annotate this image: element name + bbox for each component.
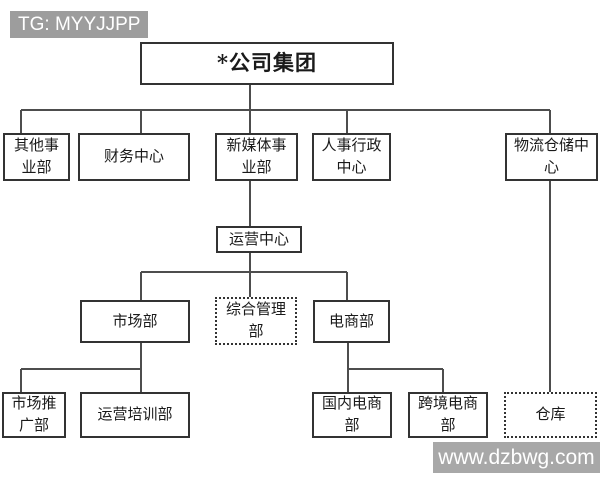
node-new-media-division: 新媒体事 业部 bbox=[215, 133, 298, 181]
node-warehouse: 仓库 bbox=[504, 392, 597, 438]
node-ecommerce-dept: 电商部 bbox=[313, 300, 390, 343]
node-company-group: *公司集团 bbox=[140, 42, 394, 85]
node-market-promotion-dept: 市场推 广部 bbox=[2, 392, 66, 438]
node-marketing-dept: 市场部 bbox=[80, 300, 190, 343]
node-operations-training-dept: 运营培训部 bbox=[80, 392, 190, 438]
node-other-division: 其他事 业部 bbox=[3, 133, 70, 181]
node-cross-border-ecommerce-dept: 跨境电商 部 bbox=[408, 392, 488, 438]
watermark: www.dzbwg.com bbox=[433, 442, 600, 473]
node-domestic-ecommerce-dept: 国内电商 部 bbox=[312, 392, 392, 438]
node-operations-center: 运营中心 bbox=[216, 226, 302, 253]
node-logistics-warehouse-center: 物流仓储中 心 bbox=[505, 133, 598, 181]
tg-channel-badge: TG: MYYJJPP bbox=[10, 11, 148, 38]
node-finance-center: 财务中心 bbox=[78, 133, 190, 181]
node-general-management-dept: 综合管理 部 bbox=[215, 297, 297, 345]
node-hr-admin-center: 人事行政 中心 bbox=[312, 133, 391, 181]
